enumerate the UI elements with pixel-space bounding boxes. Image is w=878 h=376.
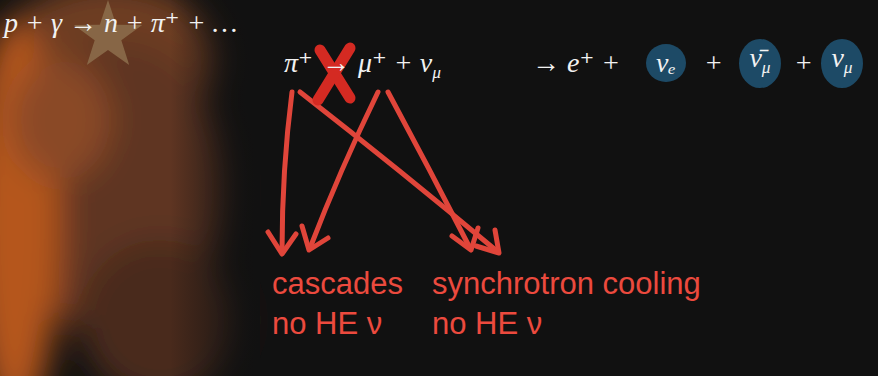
plus-sign: + <box>704 46 723 80</box>
arrow-pi-synchrotron <box>300 92 498 252</box>
plus-sign: + <box>794 46 813 80</box>
particle-symbol: π⁺ <box>284 46 313 80</box>
arrow-pi-cascades <box>282 92 292 252</box>
ellipse-fill <box>821 39 863 88</box>
neutrino-ellipse: νₑ <box>646 44 686 82</box>
arrow-head <box>452 228 478 250</box>
outcome-label: cascades <box>272 266 403 302</box>
subscript: μ <box>844 58 853 77</box>
arrow-mu-cascades <box>310 92 378 248</box>
equation-part: → e⁺ + <box>532 46 620 80</box>
subscript: μ <box>762 58 771 77</box>
arrow-head <box>302 226 328 250</box>
outcome-note: no HE ν <box>272 306 382 342</box>
neutrino-ellipse: νμ <box>821 39 863 88</box>
decay-arrow: → <box>322 46 350 80</box>
arrow-head <box>476 230 499 253</box>
ellipse-fill <box>646 44 686 82</box>
equation-group: μ⁺ + νμ <box>358 46 441 90</box>
outcome-label: synchrotron cooling <box>432 266 701 302</box>
arrow-mu-synchrotron <box>388 92 470 248</box>
outcome-note: no HE ν <box>432 306 542 342</box>
particle-symbol: ν̄ <box>749 42 761 73</box>
neutrino-ellipse: ν̄μ <box>739 39 781 88</box>
arrow-head <box>268 232 296 254</box>
particle-symbol: ν <box>831 42 843 73</box>
node-text: νμ <box>831 41 852 85</box>
particle-symbol: νₑ <box>656 47 676 78</box>
node-text: νₑ <box>656 46 676 80</box>
node-text: ν̄μ <box>749 41 770 85</box>
equation-part: μ⁺ + ν <box>358 47 432 78</box>
ellipse-fill <box>739 39 781 88</box>
subscript: μ <box>432 63 441 82</box>
equation-line: p + γ → n + π⁺ + … <box>4 6 237 40</box>
